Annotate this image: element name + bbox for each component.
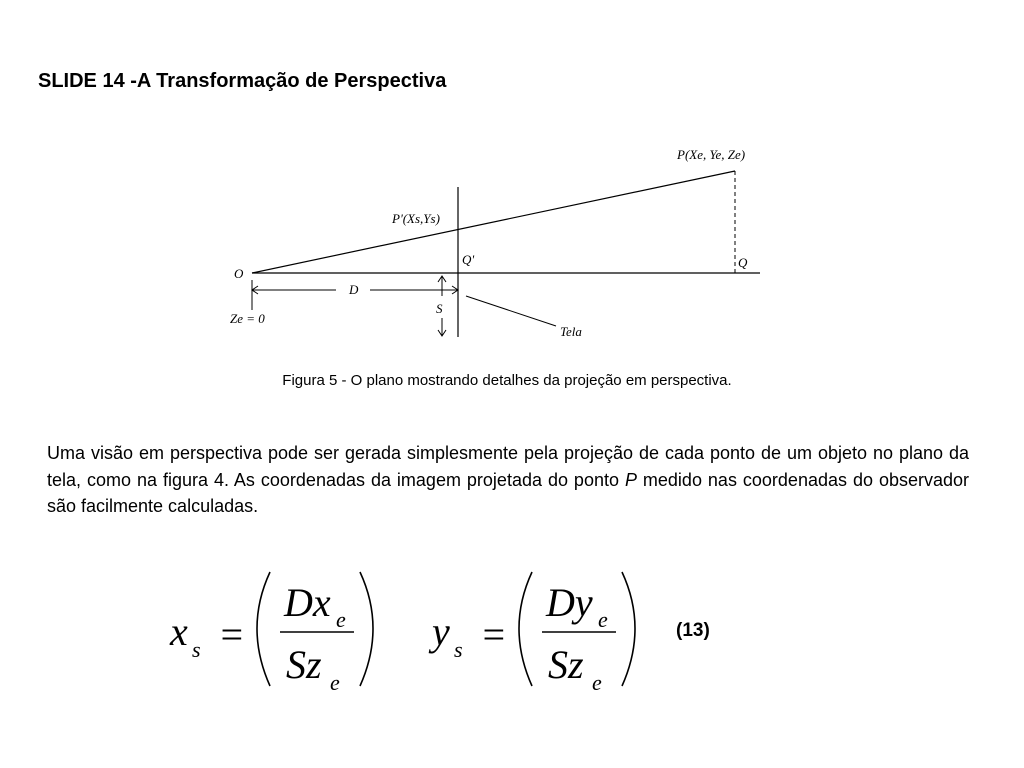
eq2-lhs: y [428,609,450,654]
eq1-left-paren [256,571,271,687]
eq2-right-paren [621,571,636,687]
body-text-part2: medido nas coordenadas do observador são… [47,469,969,517]
label-p: P(Xe, Ye, Ze) [676,147,745,162]
d-arrow-left [251,285,259,295]
label-ze: Ze = 0 [230,311,265,326]
body-text-p: P [624,469,637,490]
eq1-numerator-sub: e [336,607,346,632]
label-q: Q [738,255,748,270]
body-paragraph: Uma visão em perspectiva pode ser gerada… [47,440,969,520]
s-arrow-down [437,329,447,337]
label-q-prime: Q' [462,252,474,267]
label-s: S [436,301,443,316]
s-arrow-up [437,275,447,283]
eq2-lhs-sub: s [454,637,463,662]
label-d: D [348,282,359,297]
label-o: O [234,266,244,281]
eq2-left-paren [518,571,533,687]
d-arrow-right [451,285,459,295]
perspective-equation: x s = Dx e Sz e y s = Dy e Sz e [169,571,636,695]
figure-caption: Figura 5 - O plano mostrando detalhes da… [282,372,732,389]
tela-pointer-line [465,295,557,327]
eq2-equals: = [480,612,507,657]
label-p-prime: P'(Xs,Ys) [391,211,440,226]
perspective-diagram: P(Xe, Ye, Ze) P'(Xs,Ys) O Q' Q D S Ze = … [230,147,760,339]
eq2-denominator-sub: e [592,670,602,695]
projection-ray [251,170,736,274]
eq1-denominator-sub: e [330,670,340,695]
equation-number: (13) [676,620,710,641]
eq1-equals: = [218,612,245,657]
eq1-denominator: Sz [286,642,322,687]
eq1-numerator: Dx [283,580,331,625]
eq2-numerator: Dy [545,580,593,625]
slide-title: SLIDE 14 -A Transformação de Perspectiva [38,70,447,92]
body-text-part1: Uma visão em perspectiva pode ser gerada… [47,443,969,490]
eq2-denominator: Sz [548,642,584,687]
label-tela: Tela [560,324,582,339]
eq2-numerator-sub: e [598,607,608,632]
eq1-lhs-sub: s [192,637,201,662]
eq1-lhs: x [169,609,188,654]
eq1-right-paren [359,571,374,687]
